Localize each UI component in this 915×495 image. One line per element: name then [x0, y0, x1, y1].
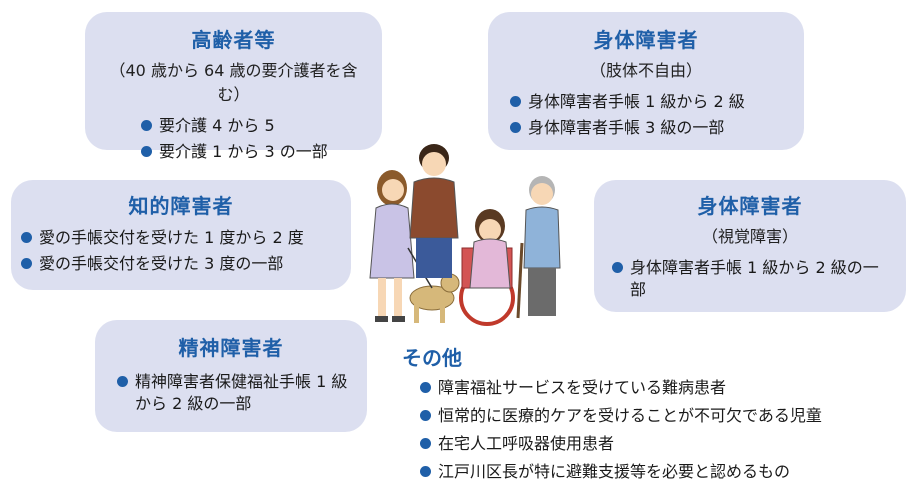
list-item: 在宅人工呼吸器使用患者: [420, 433, 908, 455]
intellectual-list: 愛の手帳交付を受けた 1 度から 2 度 愛の手帳交付を受けた 3 度の一部: [21, 227, 341, 275]
list-item: 要介護 4 から 5: [141, 115, 368, 137]
others-list: 障害福祉サービスを受けている難病患者 恒常的に医療的ケアを受けることが不可欠であ…: [420, 377, 908, 483]
elderly-subtitle: （40 歳から 64 歳の要介護者を含む）: [109, 61, 358, 104]
list-item: 身体障害者手帳 3 級の一部: [510, 117, 790, 139]
physical-visual-list: 身体障害者手帳 1 級から 2 級の一部: [612, 257, 892, 301]
others-section: その他 障害福祉サービスを受けている難病患者 恒常的に医療的ケアを受けることが不…: [398, 342, 908, 483]
physical-limb-box: 身体障害者 （肢体不自由） 身体障害者手帳 1 級から 2 級 身体障害者手帳 …: [488, 12, 804, 150]
list-item: 精神障害者保健福祉手帳 1 級から 2 級の一部: [117, 371, 353, 415]
list-item: 要介護 1 から 3 の一部: [141, 141, 368, 163]
list-item: 江戸川区長が特に避難支援等を必要と認めるもの: [420, 461, 908, 483]
people-illustration: [369, 144, 561, 326]
man-figure: [409, 144, 459, 278]
list-item: 恒常的に医療的ケアを受けることが不可欠である児童: [420, 405, 908, 427]
list-item: 愛の手帳交付を受けた 1 度から 2 度: [21, 227, 341, 249]
physical-limb-list: 身体障害者手帳 1 級から 2 級 身体障害者手帳 3 級の一部: [510, 91, 790, 139]
mental-title: 精神障害者: [178, 336, 284, 360]
woman-figure: [369, 170, 415, 322]
elderly-list: 要介護 4 から 5 要介護 1 から 3 の一部: [141, 115, 368, 163]
intellectual-title: 知的障害者: [128, 194, 234, 218]
mental-box: 精神障害者 精神障害者保健福祉手帳 1 級から 2 級の一部: [95, 320, 367, 432]
physical-visual-subtitle: （視覚障害）: [701, 227, 798, 246]
wheelchair-figure: [459, 209, 515, 326]
intellectual-box: 知的障害者 愛の手帳交付を受けた 1 度から 2 度 愛の手帳交付を受けた 3 …: [11, 180, 351, 290]
elderly-title: 高齢者等: [191, 28, 276, 52]
physical-limb-subtitle: （肢体不自由）: [589, 61, 702, 80]
list-item: 身体障害者手帳 1 級から 2 級の一部: [612, 257, 892, 301]
physical-visual-box: 身体障害者 （視覚障害） 身体障害者手帳 1 級から 2 級の一部: [594, 180, 906, 312]
physical-limb-title: 身体障害者: [593, 28, 699, 52]
others-title: その他: [402, 346, 462, 370]
list-item: 愛の手帳交付を受けた 3 度の一部: [21, 253, 341, 275]
list-item: 障害福祉サービスを受けている難病患者: [420, 377, 908, 399]
elderly-box: 高齢者等 （40 歳から 64 歳の要介護者を含む） 要介護 4 から 5 要介…: [85, 12, 382, 161]
elderly-man-figure: [516, 176, 561, 319]
list-item: 身体障害者手帳 1 級から 2 級: [510, 91, 790, 113]
guide-dog: [407, 247, 460, 323]
physical-visual-title: 身体障害者: [697, 194, 803, 218]
mental-list: 精神障害者保健福祉手帳 1 級から 2 級の一部: [117, 371, 353, 415]
